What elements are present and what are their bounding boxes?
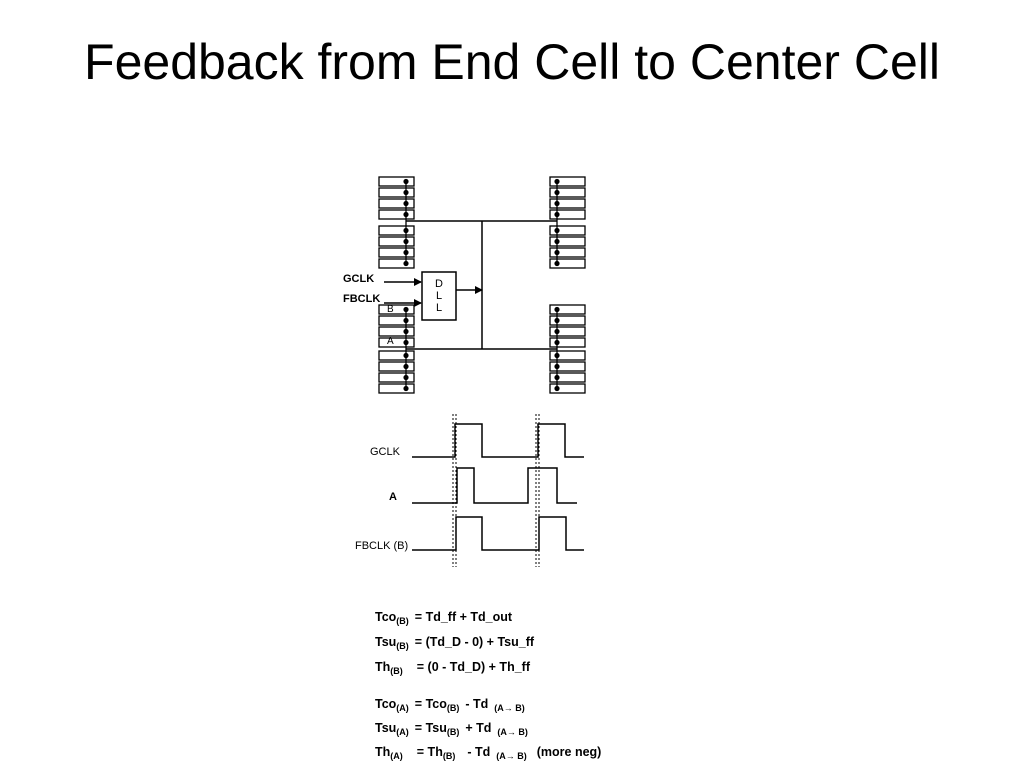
register-cell: [378, 383, 415, 394]
register-cell: [549, 187, 586, 198]
dll-letter-1: D: [435, 278, 443, 290]
register-cell: [378, 315, 415, 326]
register-cell: [378, 225, 415, 236]
register-cell: [378, 176, 415, 187]
register-cell: [378, 187, 415, 198]
slide-title: Feedback from End Cell to Center Cell: [84, 34, 940, 90]
register-cell: [378, 304, 415, 315]
register-cell: [378, 326, 415, 337]
register-cell: [549, 198, 586, 209]
equation-tsu-b: Tsu(B)= (Td_D - 0) + Tsu_ff: [375, 635, 535, 651]
register-cell: [549, 383, 586, 394]
timing-dashed-markers: [452, 414, 540, 567]
register-cell: [378, 350, 415, 361]
equation-tsu-a: Tsu(A)= Tsu(B)+ Td(A→ B): [375, 721, 528, 737]
equation-tco-b: Tco(B)= Td_ff + Td_out: [375, 610, 513, 626]
register-cell: [549, 372, 586, 383]
register-cell: [549, 315, 586, 326]
register-cell: [549, 176, 586, 187]
register-cell: [549, 258, 586, 269]
dll-letter-3: L: [436, 302, 442, 314]
equation-tco-a: Tco(A)= Tco(B)- Td(A→ B): [375, 697, 525, 713]
register-cell: [549, 236, 586, 247]
register-cell: [549, 337, 586, 348]
equation-th-b: Th(B)= (0 - Td_D) + Th_ff: [375, 660, 530, 676]
cell-b-label: B: [387, 304, 394, 315]
register-cell: [378, 247, 415, 258]
register-cell: [549, 361, 586, 372]
register-cell: [378, 258, 415, 269]
timing-label-a: A: [389, 491, 397, 503]
register-cell: [378, 372, 415, 383]
dll-block: [421, 271, 457, 321]
register-cell: [549, 350, 586, 361]
register-cell: [378, 236, 415, 247]
fbclk-waveform: [412, 516, 584, 551]
register-cell: [378, 198, 415, 209]
register-cell: [378, 361, 415, 372]
dll-letter-2: L: [436, 290, 442, 302]
clock-tree-wires: [384, 220, 557, 350]
register-cell: [549, 326, 586, 337]
gclk-waveform: [412, 423, 584, 458]
register-cell: [549, 304, 586, 315]
cell-a-label: A: [387, 336, 394, 347]
register-cell-stacks: [378, 176, 586, 394]
fbclk-input-label: FBCLK: [343, 293, 380, 305]
gclk-input-label: GCLK: [343, 273, 374, 285]
register-cell: [549, 247, 586, 258]
register-cell: [378, 337, 415, 348]
register-cell: [378, 209, 415, 220]
register-cell: [549, 225, 586, 236]
timing-label-fbclk: FBCLK (B): [355, 540, 408, 552]
equation-th-a: Th(A)= Th(B)- Td(A→ B)(more neg): [375, 745, 602, 761]
a-waveform: [412, 467, 577, 504]
register-cell: [549, 209, 586, 220]
timing-label-gclk: GCLK: [370, 446, 401, 458]
timing-waveforms: [412, 423, 584, 551]
